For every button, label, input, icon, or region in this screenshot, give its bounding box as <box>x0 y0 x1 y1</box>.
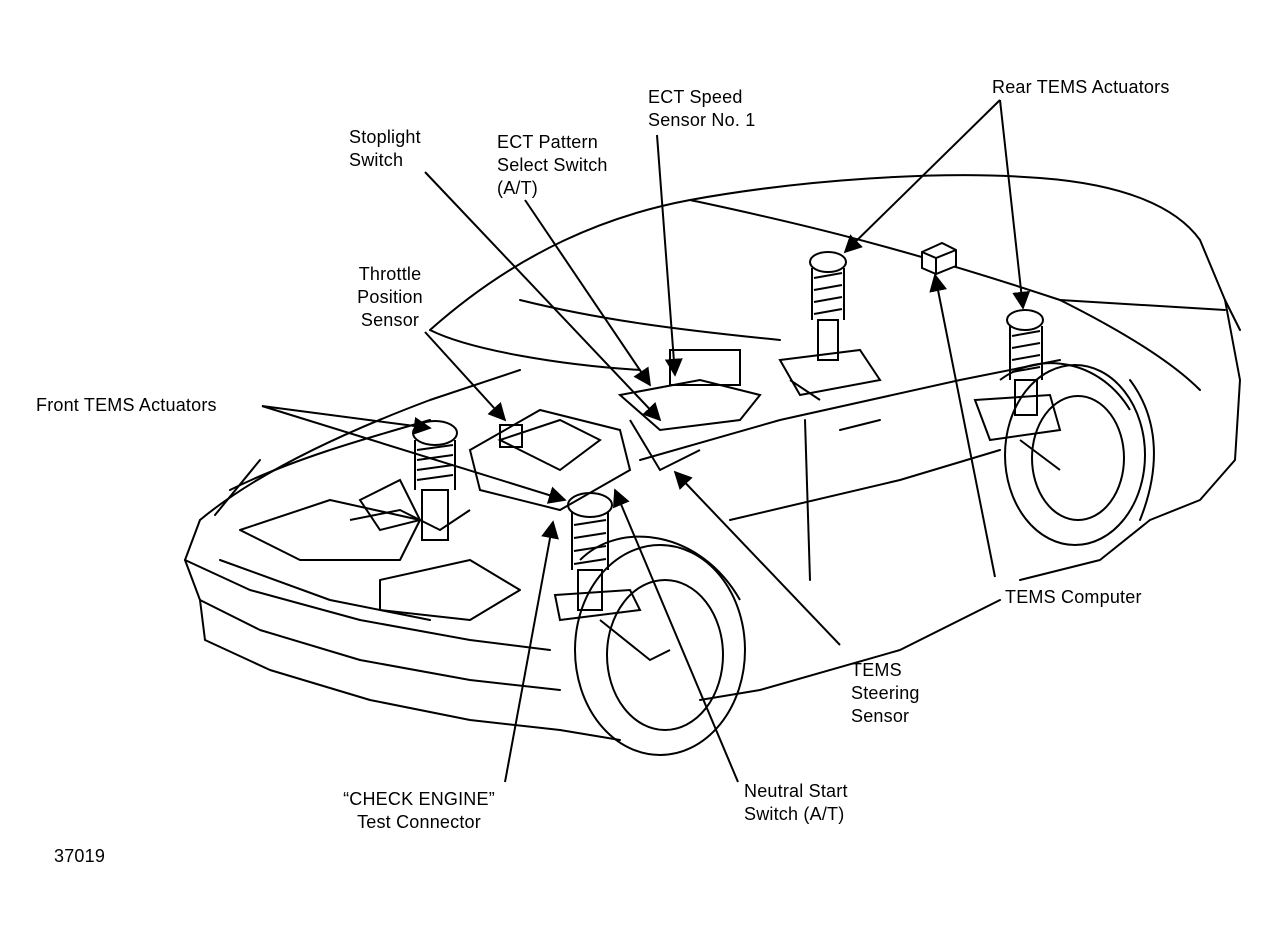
label-throttle-position-sensor: Throttle Position Sensor <box>357 264 423 330</box>
front-wheel <box>574 535 746 756</box>
figure-number: 37019 <box>54 846 106 866</box>
label-stoplight-switch: Stoplight Switch <box>349 127 421 170</box>
label-ect-speed-sensor: ECT Speed Sensor No. 1 <box>648 87 756 130</box>
car-body-outline <box>184 174 1241 741</box>
label-check-engine-test-connector: “CHECK ENGINE” Test Connector <box>343 789 495 832</box>
label-neutral-start-switch: Neutral Start Switch (A/T) <box>744 781 848 824</box>
label-front-tems-actuators: Front TEMS Actuators <box>36 395 217 415</box>
rear-strut-left <box>778 251 882 401</box>
label-ect-pattern-select-switch: ECT Pattern Select Switch (A/T) <box>497 132 608 198</box>
rear-wheel <box>999 362 1146 546</box>
front-strut-right <box>553 492 671 662</box>
label-rear-tems-actuators: Rear TEMS Actuators <box>992 77 1170 97</box>
front-strut-left <box>349 420 471 541</box>
tems-computer-box <box>921 241 957 276</box>
label-tems-computer: TEMS Computer <box>1005 587 1142 607</box>
engine-assembly <box>468 349 762 512</box>
label-tems-steering-sensor: TEMS Steering Sensor <box>851 660 920 726</box>
leader-lines <box>261 99 1031 783</box>
rear-strut-right <box>973 309 1062 471</box>
